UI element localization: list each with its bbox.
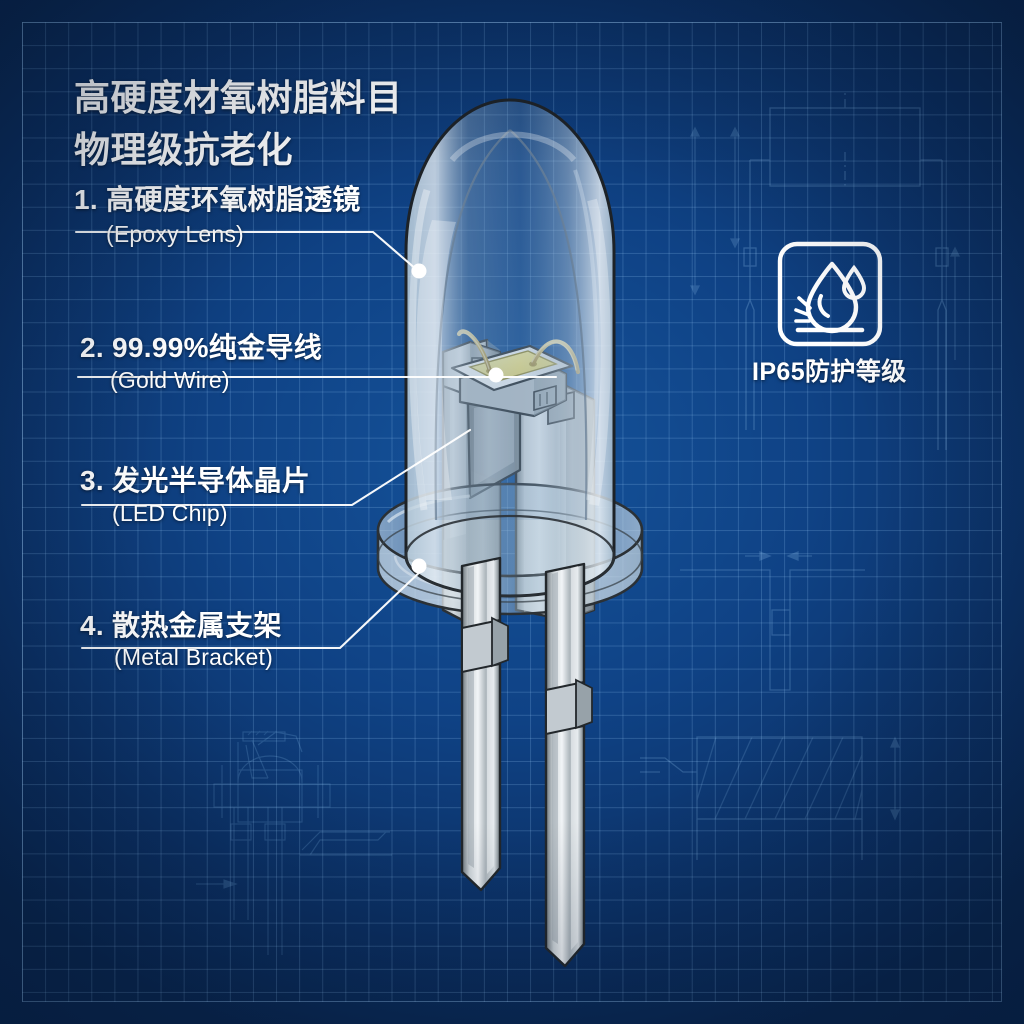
leader-end-dots: [411, 263, 504, 574]
callout-1-cn: 1. 高硬度环氧树脂透镜: [74, 184, 361, 215]
epoxy-dome-lens: [404, 98, 616, 598]
leader-line-3: [80, 428, 472, 507]
leader-line-4: [80, 566, 426, 650]
callout-4-en: (Metal Bracket): [114, 644, 273, 670]
ip65-badge: [776, 240, 884, 353]
ip65-badge-label: IP65防护等级: [752, 358, 907, 386]
headline-line-2: 物理级抗老化: [74, 129, 294, 170]
callout-2-en: (Gold Wire): [110, 367, 230, 393]
water-drop-splash-icon: [777, 241, 883, 347]
callout-4-cn: 4. 散热金属支架: [80, 610, 282, 641]
callout-2-cn: 2. 99.99%纯金导线: [80, 332, 322, 363]
callout-3-cn: 3. 发光半导体晶片: [80, 465, 311, 496]
callout-1-en: (Epoxy Lens): [106, 221, 244, 247]
leads-group: [460, 556, 593, 968]
callout-3-en: (LED Chip): [112, 500, 228, 526]
headline-line-1: 高硬度材氧树脂料目: [74, 77, 403, 118]
leader-line-1: [74, 230, 419, 272]
